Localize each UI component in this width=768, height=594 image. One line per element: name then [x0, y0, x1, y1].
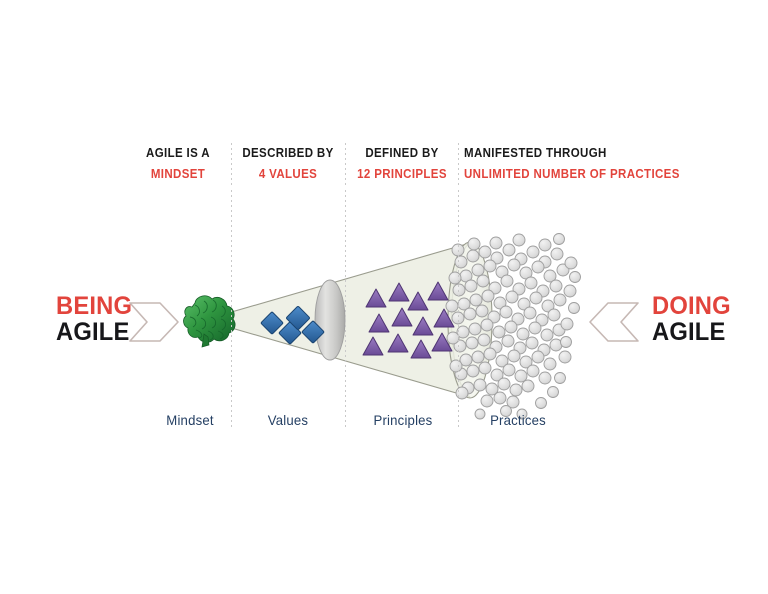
callout-values-lead: DESCRIBED BY	[242, 146, 334, 160]
callout-practices: MANIFESTED THROUGH UNLIMITED NUMBER OF P…	[464, 146, 680, 182]
brain-icon	[183, 295, 236, 348]
doing-agile-arrow	[589, 302, 639, 342]
practice-circles	[445, 233, 581, 420]
lens-ellipse	[314, 279, 346, 361]
callout-values: DESCRIBED BY 4 VALUES	[238, 146, 338, 182]
value-diamonds	[260, 306, 325, 345]
callout-values-value: 4 VALUES	[258, 166, 318, 181]
stage-label-principles: Principles	[373, 412, 433, 428]
column-divider-mindset-values	[231, 190, 232, 428]
callout-practices-value: UNLIMITED NUMBER OF PRACTICES	[464, 166, 680, 181]
principle-triangles	[362, 281, 455, 359]
stage-label-mindset: Mindset	[166, 412, 214, 428]
stage-label-values: Values	[267, 412, 309, 428]
header-divider-3	[458, 143, 459, 187]
callout-mindset-lead: AGILE IS A	[146, 146, 210, 160]
column-divider-principles-practices	[458, 190, 459, 428]
column-divider-values-principles	[345, 190, 346, 428]
being-agile-line2: AGILE	[56, 317, 130, 346]
doing-agile-line1: DOING	[652, 292, 731, 320]
callout-principles-value: 12 PRINCIPLES	[357, 166, 447, 181]
callout-principles: DEFINED BY 12 PRINCIPLES	[352, 146, 452, 182]
being-agile-line1: BEING	[56, 292, 133, 320]
being-agile-arrow	[129, 302, 179, 342]
header-divider-1	[231, 143, 232, 187]
callout-mindset-value: MINDSET	[150, 166, 206, 181]
being-agile-label: BEING AGILE	[56, 292, 136, 346]
callout-practices-lead: MANIFESTED THROUGH	[464, 146, 607, 160]
doing-agile-label: DOING AGILE	[652, 292, 735, 346]
cone-shape	[202, 241, 493, 399]
header-divider-2	[345, 143, 346, 187]
stage-label-practices: Practices	[490, 412, 546, 428]
callout-principles-lead: DEFINED BY	[365, 146, 439, 160]
callout-mindset: AGILE IS A MINDSET	[130, 146, 226, 182]
doing-agile-line2: AGILE	[652, 317, 726, 346]
